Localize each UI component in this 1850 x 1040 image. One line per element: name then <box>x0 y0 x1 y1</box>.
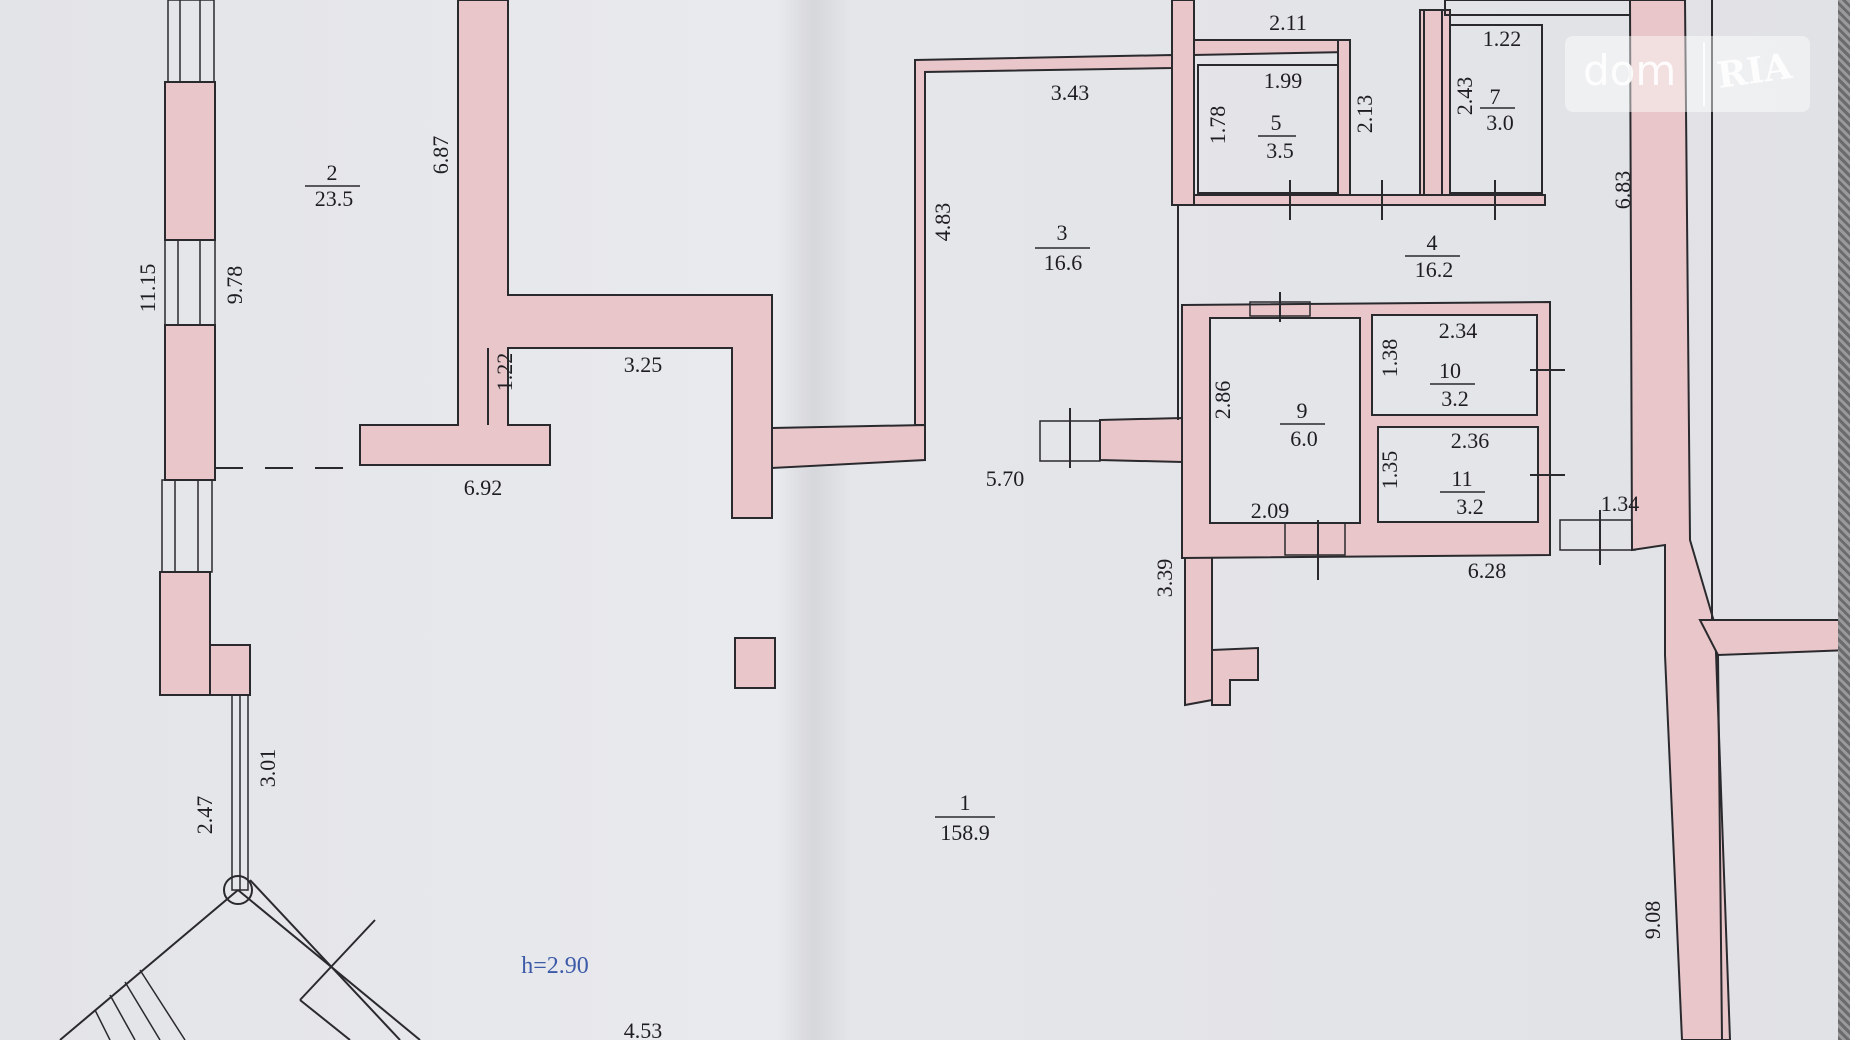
dim-label: 11.15 <box>135 264 160 313</box>
window-left-top <box>167 0 215 83</box>
dim-label: 2.09 <box>1251 498 1290 523</box>
dim-label: 1.78 <box>1205 106 1230 145</box>
dim-label: 6.92 <box>464 475 503 500</box>
room-label-5: 53.5 <box>1258 110 1296 163</box>
dim-label: 6.83 <box>1610 171 1635 210</box>
svg-text:3: 3 <box>1057 220 1068 245</box>
room-2-walls <box>359 0 773 519</box>
dim-label: 2.36 <box>1451 428 1490 453</box>
dim-label: 9.08 <box>1640 901 1665 940</box>
svg-text:7: 7 <box>1490 84 1501 109</box>
dim-label: 1.99 <box>1264 68 1303 93</box>
top-rooms-walls <box>1171 0 1632 220</box>
ria-star-icon: RIA <box>1714 45 1795 97</box>
dim-label: 5.70 <box>986 466 1025 491</box>
svg-text:10: 10 <box>1439 358 1461 383</box>
ceiling-height-label: h=2.90 <box>521 953 589 979</box>
dim-label: 3.43 <box>1051 80 1090 105</box>
dim-label: 1.34 <box>1601 491 1640 516</box>
dim-label: 1.38 <box>1377 339 1402 378</box>
svg-text:158.9: 158.9 <box>940 820 990 845</box>
svg-text:1: 1 <box>960 790 971 815</box>
svg-text:6.0: 6.0 <box>1290 426 1318 451</box>
dim-label: 4.53 <box>624 1018 663 1040</box>
svg-text:16.6: 16.6 <box>1044 250 1083 275</box>
svg-text:3.5: 3.5 <box>1266 138 1294 163</box>
window-left-mid <box>164 239 216 326</box>
dim-label: 6.87 <box>428 136 453 175</box>
room-label-2: 223.5 <box>305 160 360 211</box>
svg-text:11: 11 <box>1451 466 1472 491</box>
svg-text:3.0: 3.0 <box>1486 110 1514 135</box>
dim-label: 2.11 <box>1269 10 1307 35</box>
entrance-stairs <box>59 875 421 1040</box>
dim-label: 3.25 <box>624 352 663 377</box>
dim-label: 2.34 <box>1439 318 1478 343</box>
room-label-7: 73.0 <box>1480 84 1515 135</box>
dim-label: 3.39 <box>1152 559 1177 598</box>
svg-text:3.2: 3.2 <box>1441 386 1469 411</box>
watermark-logo: dom RIA <box>1565 36 1810 112</box>
svg-text:16.2: 16.2 <box>1415 257 1454 282</box>
room-label-11: 113.2 <box>1440 466 1485 519</box>
room-label-1: 1 158.9 <box>935 790 995 845</box>
svg-text:3.2: 3.2 <box>1456 494 1484 519</box>
room-label-3: 316.6 <box>1035 220 1090 275</box>
dim-label: 9.78 <box>222 266 247 305</box>
dim-label: 6.28 <box>1468 558 1507 583</box>
svg-text:9: 9 <box>1297 398 1308 423</box>
window-left-bottom <box>231 694 249 891</box>
dim-label: 2.13 <box>1352 95 1377 134</box>
dim-label: 2.43 <box>1452 77 1477 116</box>
dim-label: 4.83 <box>930 203 955 242</box>
svg-text:23.5: 23.5 <box>315 186 354 211</box>
svg-text:5: 5 <box>1271 110 1282 135</box>
logo-divider <box>1703 42 1705 106</box>
right-rooms-walls <box>1181 292 1636 580</box>
background-mesh <box>1838 0 1850 1040</box>
dim-label: 2.86 <box>1210 381 1235 420</box>
dim-label: 2.47 <box>192 796 217 835</box>
logo-text: dom <box>1583 46 1677 95</box>
window-left-low <box>161 479 213 573</box>
room-label-10: 103.2 <box>1430 358 1475 411</box>
column <box>734 637 776 689</box>
dim-label: 1.22 <box>492 353 517 392</box>
dim-label: 3.01 <box>255 749 280 788</box>
svg-text:2: 2 <box>327 160 338 185</box>
room-label-9: 96.0 <box>1280 398 1325 451</box>
dim-label: 1.35 <box>1377 451 1402 490</box>
right-exterior-wall <box>1628 0 1850 1040</box>
dim-label: 1.22 <box>1483 26 1522 51</box>
room-label-4: 416.2 <box>1405 230 1460 282</box>
dimension-labels: 2.11 1.22 1.99 3.43 1.78 2.13 2.43 6.87 … <box>135 10 1665 1040</box>
svg-text:4: 4 <box>1427 230 1438 255</box>
